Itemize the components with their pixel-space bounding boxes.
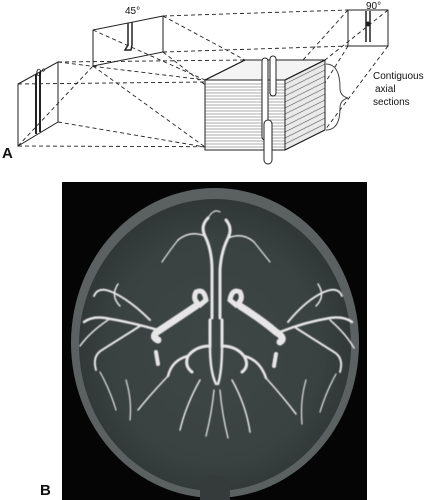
panel-label-a: A xyxy=(2,145,13,162)
panel-label-b: B xyxy=(40,482,51,499)
annotation-line-3: sections xyxy=(373,97,410,108)
plane-90-degrees xyxy=(347,9,389,47)
vessel-tubes xyxy=(261,55,277,165)
angle-label-90: 90° xyxy=(366,1,382,12)
occipital-notch xyxy=(200,475,230,500)
annotation-line-1: Contiguous xyxy=(373,71,424,82)
panel-b-angiogram xyxy=(62,182,367,500)
brain-parenchyma xyxy=(79,199,351,491)
angle-label-0: 0° xyxy=(36,68,46,79)
sections-bracket xyxy=(325,63,349,131)
annotation-line-2: axial xyxy=(375,84,396,95)
panel-a-diagram xyxy=(17,9,389,165)
angle-label-45: 45° xyxy=(125,6,141,17)
vessel-tree xyxy=(79,210,355,439)
projection-lines xyxy=(17,9,389,148)
contiguous-sections-annotation: Contiguous axial sections xyxy=(373,70,430,109)
plane-45-degrees xyxy=(92,15,164,67)
